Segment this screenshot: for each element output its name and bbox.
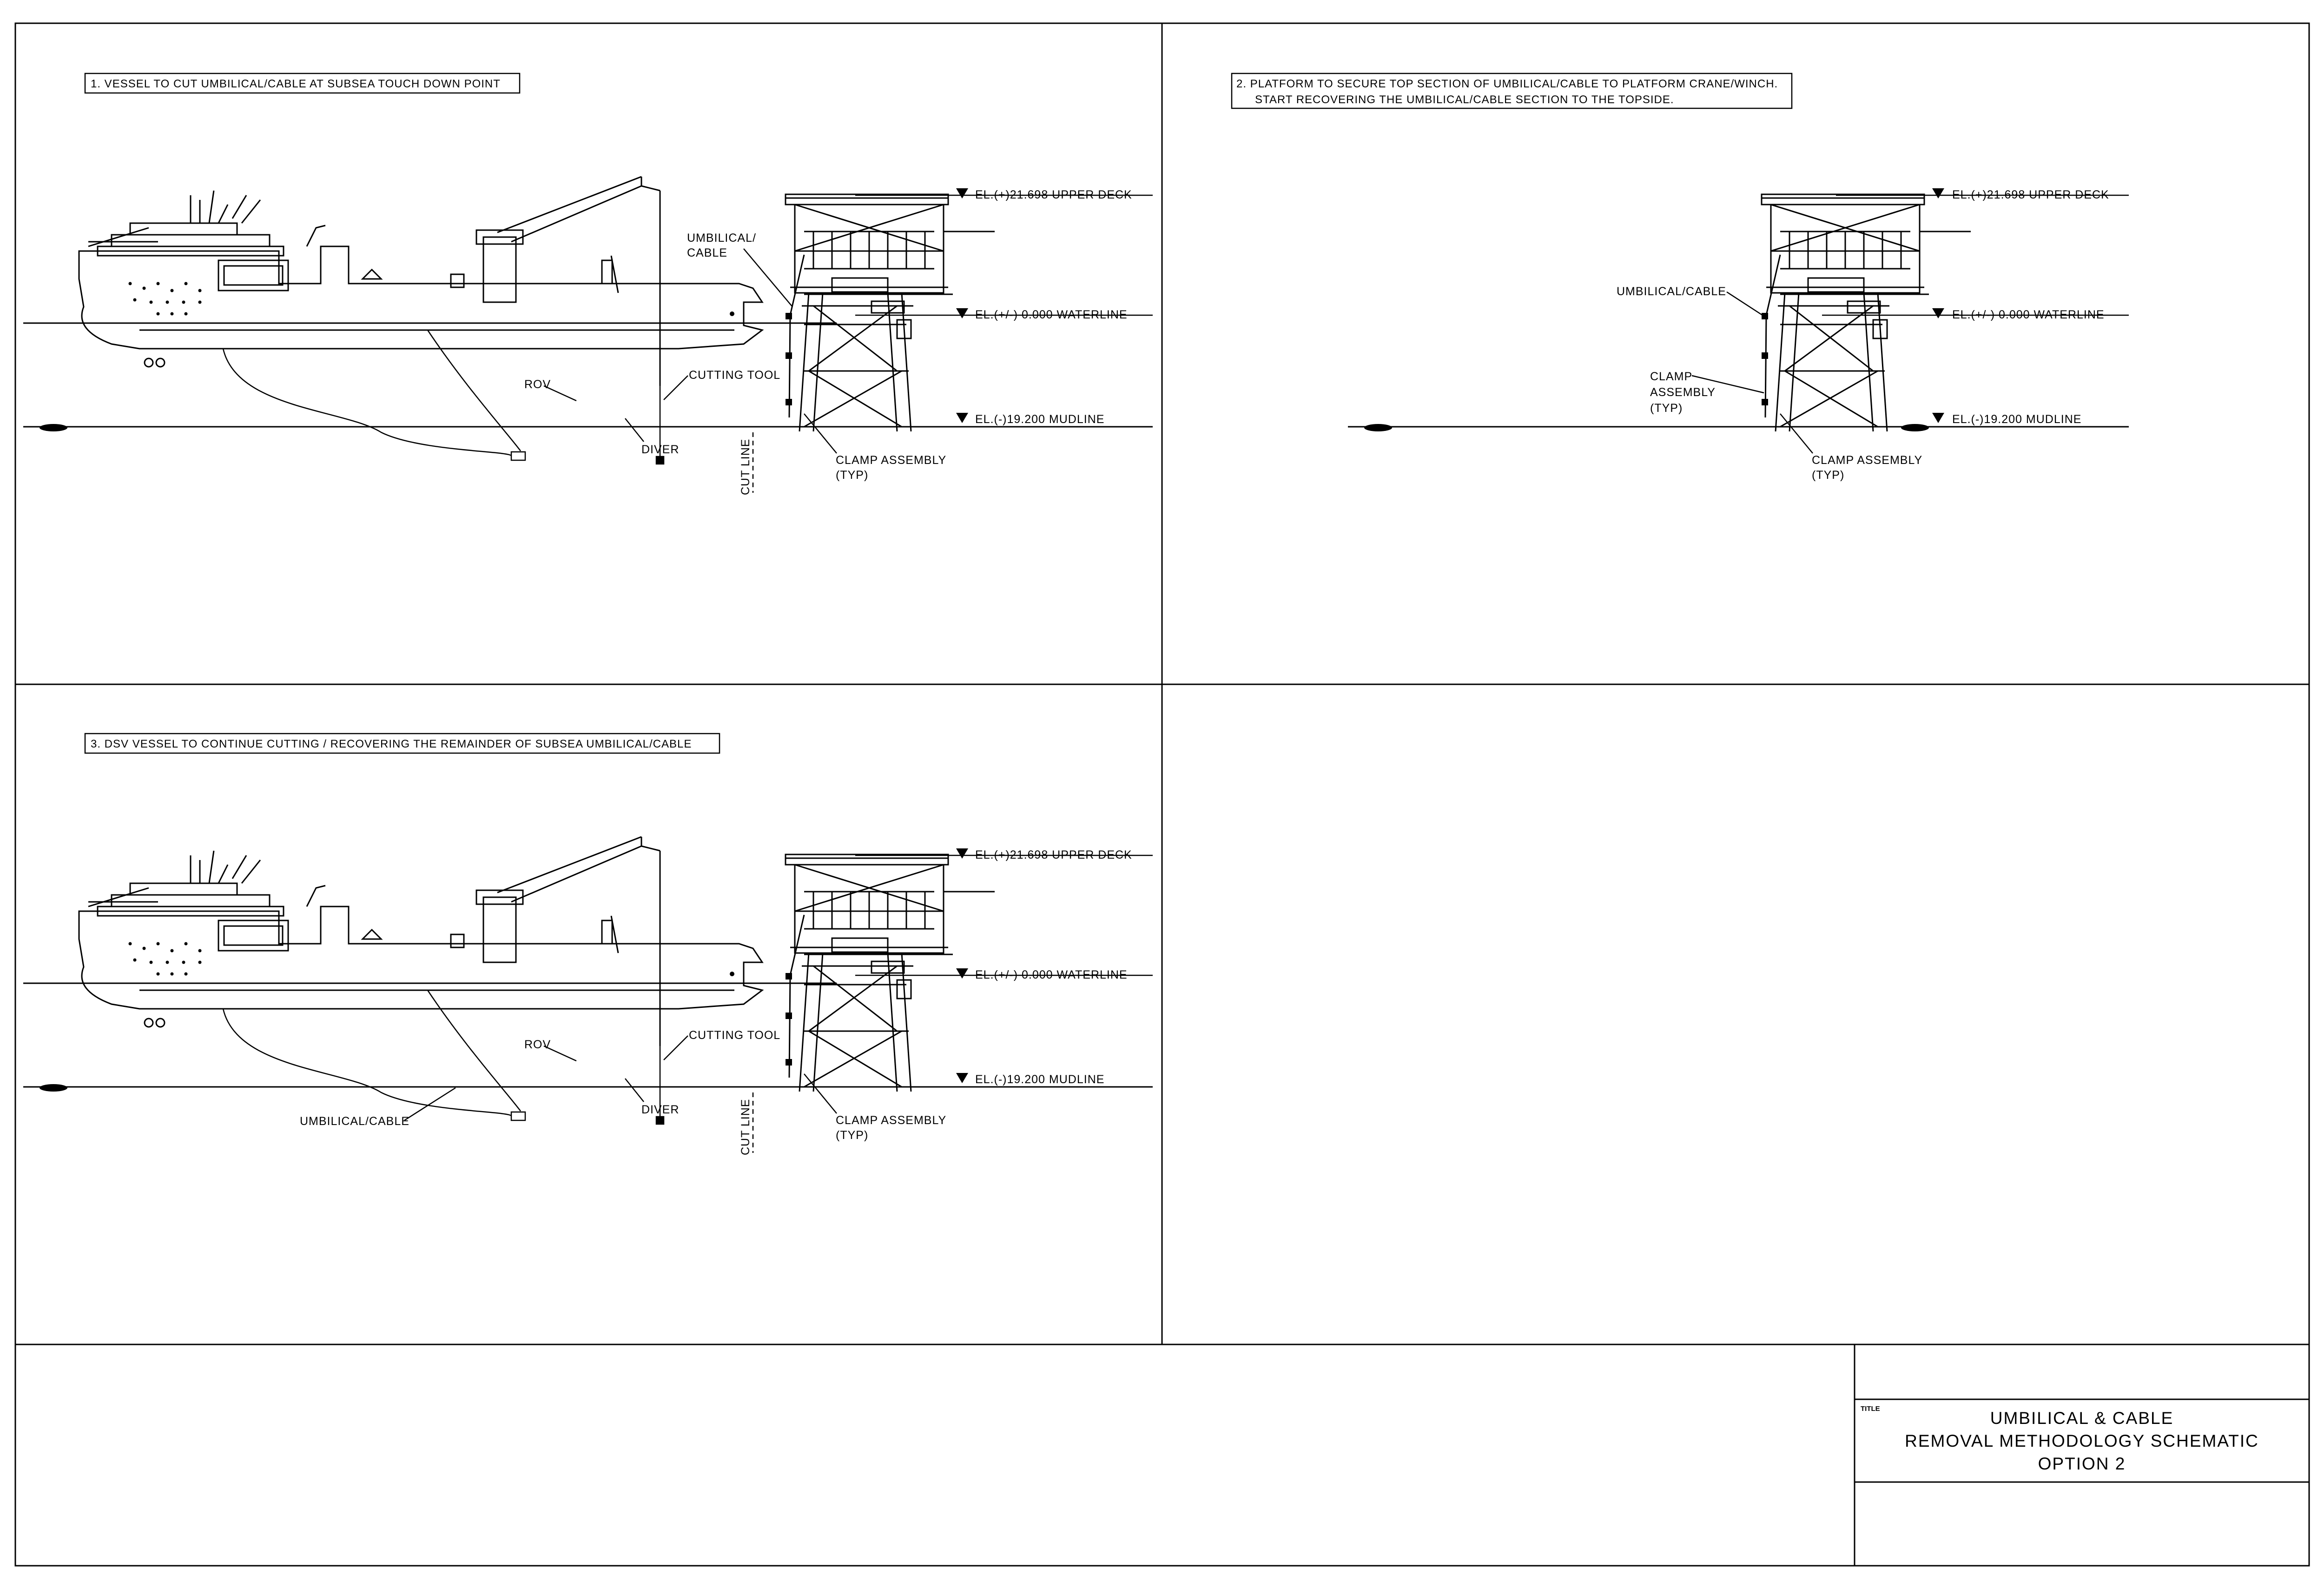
dsv-vessel: [78, 836, 763, 1125]
waterline-elevation: EL.(+/-) 0.000 WATERLINE: [1952, 308, 2105, 321]
mudline-elevation: EL.(-)19.200 MUDLINE: [975, 1073, 1104, 1086]
clamp-assembly-label-line2: (TYP): [836, 469, 868, 482]
clamp-assembly-label-line1: CLAMP ASSEMBLY: [836, 454, 946, 467]
panel-3: 3. DSV VESSEL TO CONTINUE CUTTING / RECO…: [23, 733, 1153, 1155]
step-1-note: 1. VESSEL TO CUT UMBILICAL/CABLE AT SUBS…: [91, 78, 501, 90]
rov-label: ROV: [524, 1038, 551, 1051]
drawing-title-line1: UMBILICAL & CABLE: [1990, 1409, 2174, 1428]
cutting-tool-label: CUTTING TOOL: [689, 369, 780, 382]
rov-label: ROV: [524, 378, 551, 391]
umbilical-label-line1: UMBILICAL/: [687, 232, 756, 245]
step-3-note: 3. DSV VESSEL TO CONTINUE CUTTING / RECO…: [91, 738, 692, 750]
step-1-box: [84, 73, 521, 94]
clamp-assembly-label-line1: CLAMP ASSEMBLY: [836, 1114, 946, 1127]
upper-deck-elevation: EL.(+)21.698 UPPER DECK: [975, 188, 1132, 201]
upper-deck-elevation: EL.(+)21.698 UPPER DECK: [975, 848, 1132, 861]
clamp-left-label-line3: (TYP): [1650, 402, 1683, 415]
drawing-title-line2: REMOVAL METHODOLOGY SCHEMATIC: [1905, 1431, 2259, 1450]
cutting-tool-label: CUTTING TOOL: [689, 1029, 780, 1042]
mudline-elevation: EL.(-)19.200 MUDLINE: [1952, 413, 2081, 426]
step-2-note-line1: 2. PLATFORM TO SECURE TOP SECTION OF UMB…: [1236, 78, 1778, 90]
step-2-box: [1231, 73, 1793, 109]
title-block: TITLE UMBILICAL & CABLE REMOVAL METHODOL…: [1854, 1344, 2309, 1566]
clamp-left-label-line1: CLAMP: [1650, 370, 1692, 383]
cut-line-label: CUT LINE: [739, 439, 752, 495]
clamp-assembly-label-line1: CLAMP ASSEMBLY: [1812, 454, 1922, 467]
mudline-elevation: EL.(-)19.200 MUDLINE: [975, 413, 1104, 426]
clamp-left-label-line2: ASSEMBLY: [1650, 386, 1716, 399]
umbilical-label: UMBILICAL/CABLE: [300, 1115, 409, 1128]
diver-label: DIVER: [641, 443, 679, 456]
drawing-title-line3: OPTION 2: [2038, 1454, 2126, 1473]
umbilical-label: UMBILICAL/CABLE: [1617, 285, 1726, 298]
waterline-elevation: EL.(+/-) 0.000 WATERLINE: [975, 968, 1128, 981]
step-2-note-line2: START RECOVERING THE UMBILICAL/CABLE SEC…: [1255, 93, 1674, 106]
clamp-assembly-label-line2: (TYP): [836, 1129, 868, 1142]
upper-deck-elevation: EL.(+)21.698 UPPER DECK: [1952, 188, 2109, 201]
step-3-box: [84, 733, 720, 754]
diver-label: DIVER: [641, 1103, 679, 1116]
umbilical-label-line2: CABLE: [687, 246, 727, 259]
title-label: TITLE: [1861, 1405, 1880, 1413]
panel-2: 2. PLATFORM TO SECURE TOP SECTION OF UMB…: [1231, 73, 2129, 482]
panel-1: 1. VESSEL TO CUT UMBILICAL/CABLE AT SUBS…: [23, 73, 1153, 495]
waterline-elevation: EL.(+/-) 0.000 WATERLINE: [975, 308, 1128, 321]
dsv-vessel: [78, 176, 763, 465]
cut-line-label: CUT LINE: [739, 1099, 752, 1155]
clamp-assembly-label-line2: (TYP): [1812, 469, 1844, 482]
